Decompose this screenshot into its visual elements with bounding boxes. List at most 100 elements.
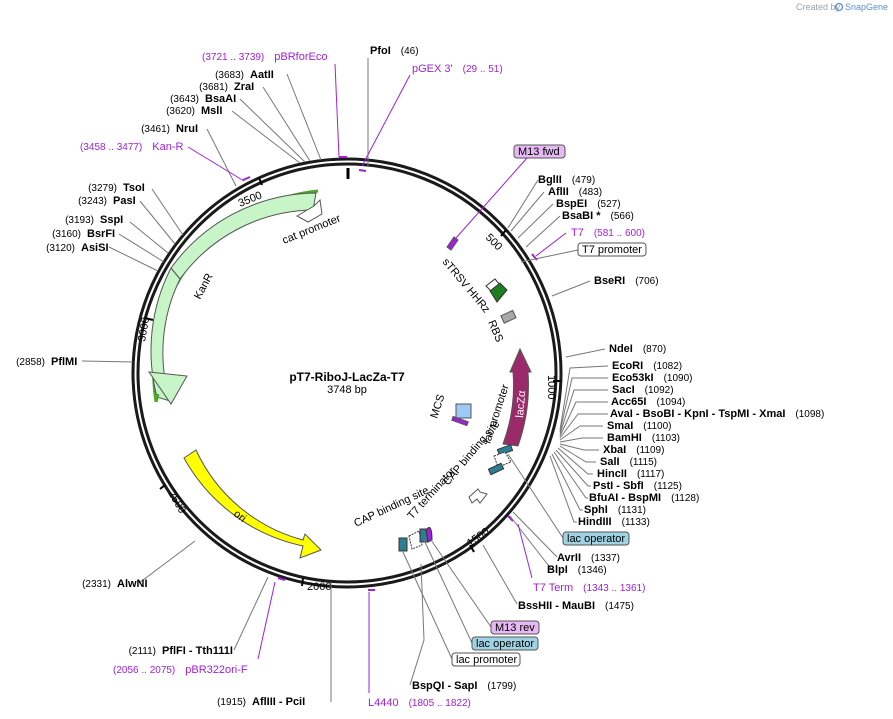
primer-kan-r-label[interactable]: (3458 .. 3477)Kan-R (80, 141, 184, 153)
svg-text:(1100): (1100) (643, 421, 671, 432)
site-aflii-label[interactable]: AflII (483) (548, 186, 602, 198)
box-m13-rev[interactable]: M13 rev (430, 539, 540, 635)
site-pflmi-label[interactable]: PflMI(2858) (16, 356, 77, 368)
site-saci-label[interactable]: SacI(1092) (612, 384, 674, 396)
site-avrii-label[interactable]: AvrII (1337) (557, 552, 620, 564)
tick-500: 500 (483, 229, 507, 253)
site-bsshii-label[interactable]: BssHII - MauBI(1475) (518, 600, 634, 612)
site-aatii-label[interactable]: AatII (3683) (215, 69, 274, 81)
svg-text:(1082): (1082) (653, 361, 682, 372)
box-lac-operator-2[interactable]: lac operator (423, 539, 539, 651)
site-pasi-label[interactable]: PasI(3243) (78, 195, 136, 207)
svg-text:NdeI: NdeI (609, 343, 633, 355)
svg-text:AflII: AflII (548, 186, 569, 198)
tick-3000: 3000 (136, 316, 154, 343)
site-xbai-label[interactable]: XbaI(1109) (603, 444, 664, 456)
box-t7-promoter[interactable]: T7 promoter (520, 242, 647, 263)
site-psti-label[interactable]: PstI - SbfI(1125) (593, 480, 682, 492)
site-bsrfi-label[interactable]: BsrFI (3160) (52, 228, 115, 240)
primer-l4440-label[interactable]: L4440(1805 .. 1822) (368, 697, 471, 709)
site-msli-label[interactable]: MslI(3620) (166, 105, 222, 117)
svg-text:(581 .. 600): (581 .. 600) (594, 228, 645, 239)
site-bsabi-label[interactable]: BsaBI *(566) (562, 210, 634, 222)
svg-text:AvrII: AvrII (557, 552, 581, 564)
site-bsaai-label[interactable]: BsaAI(3643) (170, 93, 236, 105)
site-ndei-label[interactable]: NdeI(870) (609, 343, 666, 355)
site-afliii-label[interactable]: AflIII - PciI(1915) (217, 696, 305, 708)
site-bspei-label[interactable]: BspEI(527) (556, 198, 621, 210)
svg-text:(1133): (1133) (622, 517, 650, 528)
site-bspqi-label[interactable]: BspQI - SapI(1799) (412, 680, 516, 692)
site-hincii-label[interactable]: HincII(1117) (597, 468, 664, 480)
mcs-feature[interactable]: MCS (428, 393, 472, 427)
primer-t7-label[interactable]: T7(581 .. 600) (571, 227, 645, 239)
site-hindiii-label[interactable]: HindIII(1133) (578, 516, 650, 528)
rbs-feature[interactable]: RBS (485, 309, 517, 344)
kanr-feature[interactable]: KanR (147, 189, 319, 405)
site-acc65i-label[interactable]: Acc65I(1094) (611, 396, 685, 408)
svg-text:(1337): (1337) (591, 553, 620, 564)
svg-text:(3160): (3160) (52, 229, 81, 240)
primer-pgex-3--label[interactable]: pGEX 3'(29 .. 51) (412, 63, 503, 75)
site-alwni-label[interactable]: AlwNI(2331) (82, 578, 147, 590)
site-ecori-label[interactable]: EcoRI(1082) (612, 360, 682, 372)
primer-pbr322ori-f-label[interactable]: (2056 .. 2075)pBR322ori-F (113, 664, 248, 676)
svg-text:L4440: L4440 (368, 697, 399, 709)
svg-text:(1109): (1109) (636, 445, 664, 456)
lacza-label: lacZα (514, 390, 528, 419)
site-asisi-label[interactable]: AsiSI(3120) (46, 242, 108, 254)
box-lac-operator-1[interactable]: lac operator (507, 453, 630, 546)
site-bglii-label[interactable]: BglII(479) (538, 174, 595, 186)
ori-feature[interactable]: ori (183, 449, 322, 559)
svg-text:(527): (527) (597, 199, 620, 210)
site-nrui-label[interactable]: NruI(3461) (141, 123, 198, 135)
box-m13-fwd[interactable]: M13 fwd (513, 144, 566, 159)
svg-text:(3243): (3243) (78, 196, 107, 207)
svg-text:BsrFI: BsrFI (87, 228, 115, 240)
unlabeled-promoter-feature[interactable] (468, 488, 488, 504)
svg-text:PflMI: PflMI (51, 356, 77, 368)
site-sspi-label[interactable]: SspI(3193) (65, 214, 123, 226)
svg-text:AatII: AatII (250, 69, 274, 81)
box-lac-promoter[interactable]: lac promoter (402, 551, 521, 667)
site-pfoi-label[interactable]: PfoI(46) (370, 45, 419, 57)
svg-text:(1346): (1346) (578, 565, 607, 576)
svg-text:HincII: HincII (597, 468, 627, 480)
lacza-feature[interactable]: lacZα (502, 347, 532, 447)
backbone-outer (131, 157, 563, 589)
svg-text:(483): (483) (579, 187, 602, 198)
primer-t7-term-label[interactable]: T7 Term(1343 .. 1361) (533, 582, 645, 594)
tick-2500: 2500 (159, 484, 188, 516)
site-eco53ki-label[interactable]: Eco53kI(1090) (612, 372, 693, 384)
ori-label: ori (231, 508, 248, 525)
site-smai-label[interactable]: SmaI(1100) (607, 420, 671, 432)
snapgene-brand: SnapGene (845, 2, 888, 12)
primer-leaders (187, 63, 567, 693)
primer-marks (242, 156, 538, 591)
plasmid-length: 3748 bp (327, 384, 367, 396)
svg-text:(1090): (1090) (664, 373, 693, 384)
svg-text:BglII: BglII (538, 174, 562, 186)
site-sphi-label[interactable]: SphI(1131) (584, 504, 646, 516)
svg-text:BfuAI - BspMI: BfuAI - BspMI (589, 492, 661, 504)
site-zrai-label[interactable]: ZraI(3681) (199, 81, 254, 93)
svg-text:(3620): (3620) (166, 106, 195, 117)
svg-text:pBR322ori-F: pBR322ori-F (185, 664, 248, 676)
svg-text:(1128): (1128) (671, 493, 699, 504)
site-bamhi-label[interactable]: BamHI(1103) (607, 432, 680, 444)
svg-text:PstI - SbfI: PstI - SbfI (593, 480, 644, 492)
primer-pbrforeco-label[interactable]: (3721 .. 3739)pBRforEco (202, 51, 327, 63)
t7-terminator-feature[interactable]: CAP binding site T7 terminator (352, 465, 458, 552)
svg-text:AlwNI: AlwNI (117, 578, 148, 590)
site-bseri-label[interactable]: BseRI(706) (594, 275, 659, 287)
site-blpi-label[interactable]: BlpI(1346) (547, 564, 607, 576)
svg-text:(3683): (3683) (215, 70, 244, 81)
ribozyme-feature[interactable]: sTRSV HHRz (440, 256, 508, 315)
site-bfuai-label[interactable]: BfuAI - BspMI (1128) (589, 492, 699, 504)
kanr-label: KanR (192, 271, 216, 301)
site-pflfi-label[interactable]: PflFI - Tth111I(2111) (129, 645, 233, 657)
site-sali-label[interactable]: SalI(1115) (600, 456, 657, 468)
site-tsoi-label[interactable]: TsoI(3279) (88, 182, 145, 194)
site-avai-label[interactable]: AvaI - BsoBI - KpnI - TspMI - XmaI(1098) (610, 408, 824, 420)
